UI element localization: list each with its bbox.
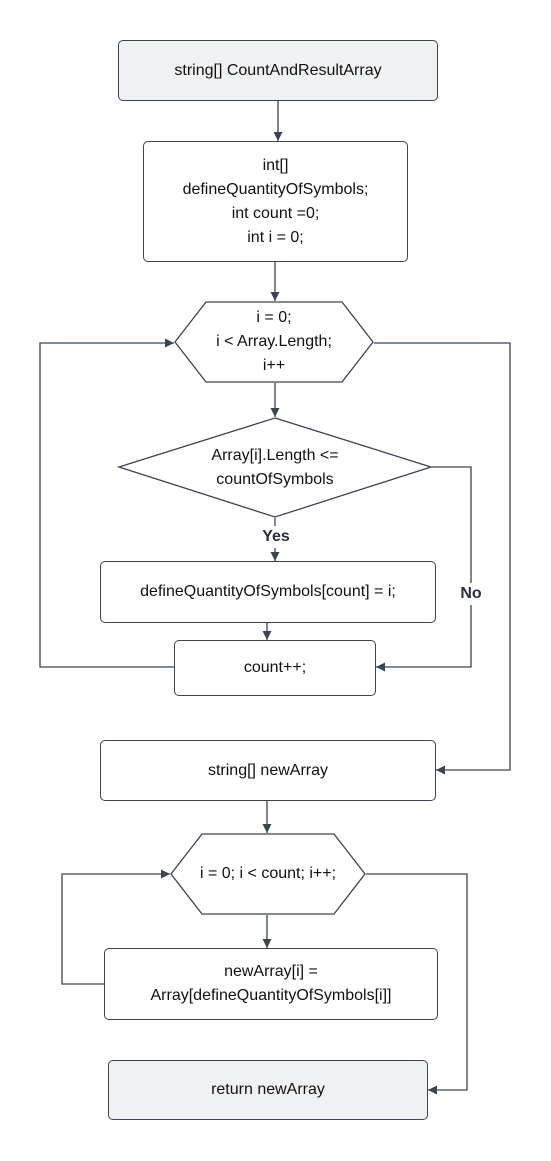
assign-node-label: defineQuantityOfSymbols[count] = i; xyxy=(140,583,396,600)
loop2-label: i = 0; i < count; i++; xyxy=(199,865,337,882)
edge-loop2-exit-to-return xyxy=(366,873,468,1095)
assign-node: defineQuantityOfSymbols[count] = i; xyxy=(100,561,436,623)
edge-loop1-exit-to-new-array xyxy=(374,342,511,775)
increment-node: count++; xyxy=(174,640,376,696)
copy-node: newArray[i] = Array[defineQuantityOfSymb… xyxy=(104,948,438,1020)
return-node-label: return newArray xyxy=(211,1081,325,1098)
edge-increment-back-to-loop1 xyxy=(39,338,174,668)
condition-label: Array[i].Length <= countOfSymbols xyxy=(211,446,339,488)
loop2-hexagon: i = 0; i < count; i++; xyxy=(170,833,366,915)
new-array-node-label: string[] newArray xyxy=(207,761,329,779)
condition-diamond: Array[i].Length <= countOfSymbols xyxy=(116,417,434,518)
new-array-node: string[] newArray xyxy=(100,740,436,801)
edge-copy-back-to-loop2 xyxy=(61,869,170,985)
copy-node-label: newArray[i] = Array[defineQuantityOfSymb… xyxy=(150,963,392,1004)
loop1-label: i = 0; i < Array.Length; i++ xyxy=(216,309,332,374)
loop1-hexagon-shape xyxy=(174,301,374,383)
no-edge-label: No xyxy=(457,583,485,605)
declarations-node-label: int[] defineQuantityOfSymbols; int count… xyxy=(182,156,369,246)
start-node-label: string[] CountAndResultArray xyxy=(174,61,382,79)
yes-edge-label: Yes xyxy=(259,526,293,548)
loop2-hexagon-shape xyxy=(170,833,366,915)
start-node: string[] CountAndResultArray xyxy=(118,40,438,101)
edge-condition-no-to-increment xyxy=(376,466,472,672)
increment-node-label: count++; xyxy=(243,659,307,676)
condition-diamond-shape xyxy=(116,417,434,518)
declarations-node: int[] defineQuantityOfSymbols; int count… xyxy=(143,141,408,262)
return-node: return newArray xyxy=(108,1060,428,1120)
loop1-hexagon: i = 0; i < Array.Length; i++ xyxy=(174,301,374,383)
